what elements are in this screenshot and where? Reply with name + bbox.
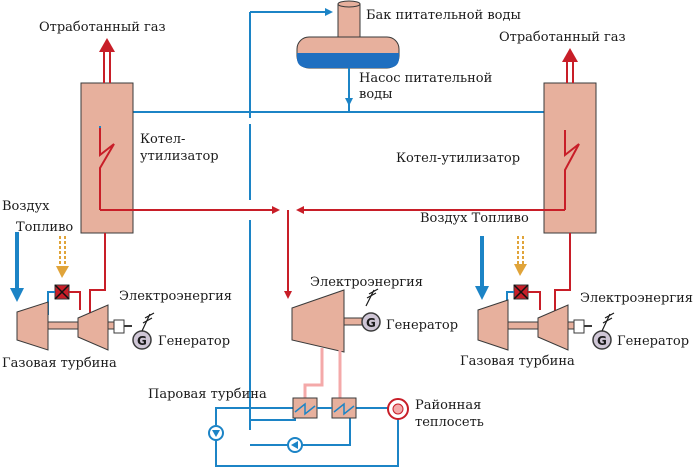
generator-left-symbol: G xyxy=(137,334,147,348)
fuel-label-left: Топливо xyxy=(16,220,73,235)
pump-label-line2: воды xyxy=(359,87,393,102)
generator-label-right: Генератор xyxy=(617,334,689,349)
generator-center-symbol: G xyxy=(366,316,376,330)
air-arrow-left xyxy=(10,232,24,302)
steam-turbine-label: Паровая турбина xyxy=(148,387,267,402)
power-icon-center xyxy=(365,288,379,307)
steam-turbine xyxy=(291,289,363,353)
combustor-right xyxy=(506,284,541,312)
gas-turbine-left xyxy=(16,301,132,351)
hrsg-left-label-line1: Котел- xyxy=(140,132,185,147)
generator-left: G xyxy=(132,330,152,350)
power-icon-right xyxy=(601,312,615,332)
gas-turbine-label-left: Газовая турбина xyxy=(2,356,117,371)
steam-lines xyxy=(89,206,571,318)
power-label-right: Электроэнергия xyxy=(580,291,693,306)
gas-turbine-right xyxy=(477,299,592,351)
exhaust-label-right: Отработанный газ xyxy=(499,30,626,45)
generator-label-center: Генератор xyxy=(386,318,458,333)
pump-label-line1: Насос питательной xyxy=(359,71,492,86)
power-label-center: Электроэнергия xyxy=(310,275,423,290)
gas-turbine-label-right: Газовая турбина xyxy=(460,354,575,369)
power-label-left: Электроэнергия xyxy=(119,289,232,304)
generator-center: G xyxy=(361,312,381,332)
fuel-arrow-left xyxy=(56,236,69,278)
air-arrow-right xyxy=(475,236,489,300)
feedwater-tank-label: Бак питательной воды xyxy=(366,8,521,23)
air-fuel-label-right: Воздух Топливо xyxy=(420,211,529,226)
turbine-exhaust-pipes xyxy=(303,348,342,398)
district-heat-label-line2: теплосеть xyxy=(415,415,484,430)
district-heating-icon xyxy=(387,398,409,420)
exhaust-arrow-right xyxy=(562,48,578,83)
generator-right: G xyxy=(592,330,612,350)
generator-right-symbol: G xyxy=(597,334,607,348)
generator-label-left: Генератор xyxy=(158,334,230,349)
fuel-arrow-right xyxy=(514,236,527,276)
feedwater-tank xyxy=(296,0,400,69)
air-label-left: Воздух xyxy=(2,199,50,214)
district-heat-label-line1: Районная xyxy=(415,398,481,413)
combustor-left xyxy=(47,284,81,315)
hrsg-left-label-line2: утилизатор xyxy=(140,149,219,164)
hrsg-right-label: Котел-утилизатор xyxy=(396,151,520,166)
hrsg-left xyxy=(80,82,134,234)
pump-condensate xyxy=(287,437,303,453)
crossing-gap-2 xyxy=(246,118,254,124)
heat-exchanger-1 xyxy=(292,397,318,419)
power-icon-left xyxy=(141,312,155,332)
exhaust-label-left: Отработанный газ xyxy=(39,20,166,35)
exhaust-arrow-left xyxy=(99,38,115,83)
pump-district xyxy=(208,425,224,441)
water-lines xyxy=(99,8,566,467)
heat-exchanger-2 xyxy=(331,397,357,419)
